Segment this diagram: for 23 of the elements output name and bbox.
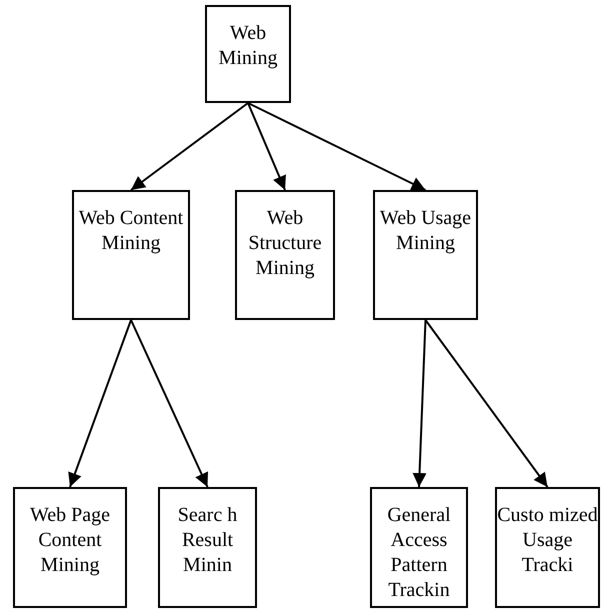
box — [370, 487, 468, 608]
box — [13, 487, 127, 608]
box — [373, 190, 478, 320]
arrow — [130, 102, 249, 191]
arrow — [130, 320, 208, 488]
node-label: Web Usage Mining — [378, 206, 472, 256]
node-label: Web Content Mining — [78, 206, 184, 256]
box — [235, 190, 335, 320]
arrow — [424, 319, 548, 488]
box — [205, 5, 291, 103]
node-label: Searc h Result Minin — [176, 503, 238, 578]
arrow — [248, 102, 426, 191]
box — [158, 487, 257, 608]
arrow — [247, 102, 286, 190]
node-label: Web Page Content Mining — [28, 503, 112, 578]
node-label: General Access Pattern Trackin — [386, 503, 452, 603]
box — [495, 487, 600, 608]
node-label: Web Structure Mining — [247, 206, 323, 281]
box — [72, 190, 190, 320]
arrow — [68, 320, 132, 488]
node-label: Custo mized Usage Tracki — [497, 503, 598, 578]
arrow — [412, 320, 427, 488]
node-label: Web Mining — [218, 21, 278, 71]
